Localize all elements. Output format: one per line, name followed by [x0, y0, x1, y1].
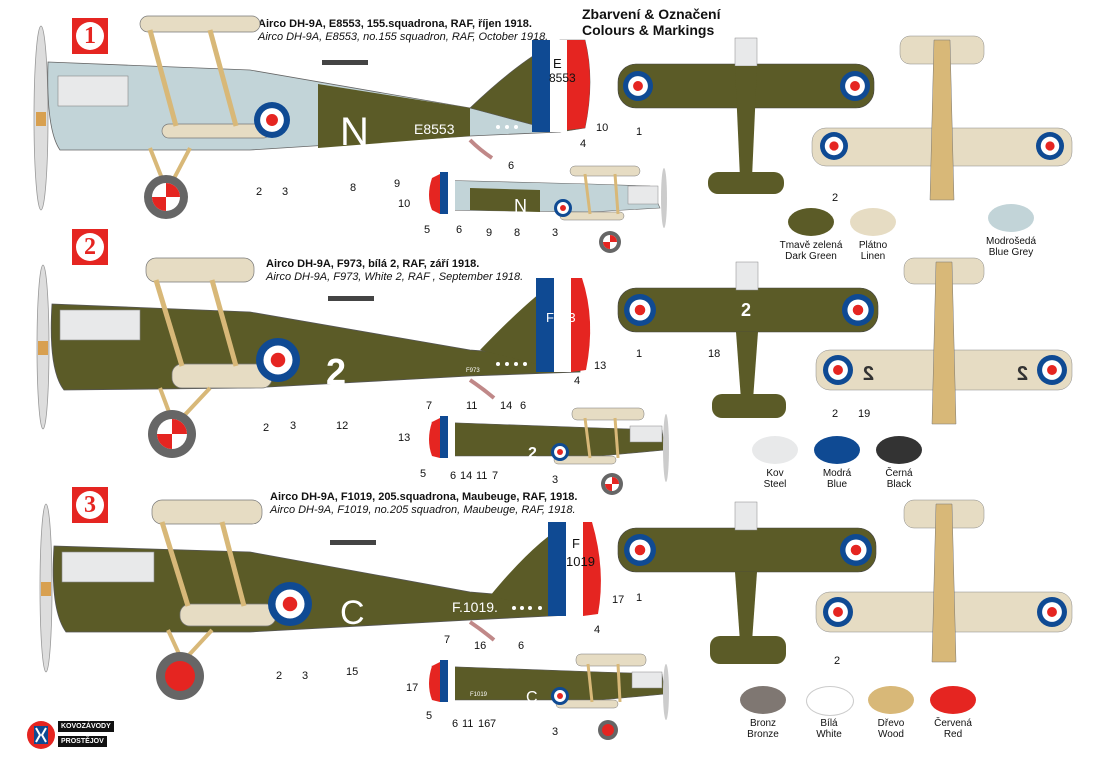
- scheme-2-small-view: 2: [428, 407, 669, 495]
- s2-under-code-right: 2: [1017, 363, 1028, 385]
- scheme-1-caption: Airco DH-9A, E8553, 155.squadrona, RAF, …: [258, 18, 549, 43]
- scheme-1-top-view: [617, 37, 875, 194]
- scheme-3-small-view: C F1019: [428, 653, 669, 740]
- scheme-badge-1: 1: [72, 18, 108, 54]
- scheme-badge-3: 3: [72, 487, 108, 523]
- scheme-3-bottom-view: [815, 499, 1073, 663]
- kp-emblem-icon: [27, 721, 55, 749]
- scheme-2-top-view: 2: [617, 261, 879, 418]
- s2-small-letter: 2: [528, 445, 537, 462]
- s1-fuselage-letter: N: [340, 110, 369, 154]
- scheme-badge-2: 2: [72, 229, 108, 265]
- scheme-1-bottom-view: [811, 35, 1073, 201]
- s3-fuselage-serial: F.1019.: [452, 599, 498, 615]
- s1-small-letter: N: [514, 196, 527, 216]
- scheme-1-side-view: N E8553 E 8553: [33, 15, 591, 219]
- s3-fin-letter: F: [572, 536, 580, 551]
- scheme-3-side-view: C F.1019. F 1019: [39, 499, 601, 700]
- scheme-3-caption: Airco DH-9A, F1019, 205.squadrona, Maube…: [270, 491, 578, 516]
- s2-under-code-left: 2: [863, 363, 874, 385]
- s2-fin-serial: F973: [546, 310, 576, 325]
- s3-small-serial: F1019: [470, 692, 488, 698]
- page-title: Zbarvení & Označení Colours & Markings: [582, 6, 720, 38]
- s1-fin-letter: E: [553, 56, 562, 71]
- s1-fuselage-serial: E8553: [414, 121, 455, 137]
- title-en: Colours & Markings: [582, 22, 715, 38]
- s1-fin-serial: 8553: [549, 71, 576, 85]
- scheme-2-caption: Airco DH-9A, F973, bílá 2, RAF, září 191…: [266, 258, 524, 283]
- title-cz: Zbarvení & Označení: [582, 6, 721, 22]
- s2-fuselage-letter: 2: [326, 351, 346, 392]
- s3-small-letter: C: [526, 689, 538, 706]
- scheme-1-small-view: N: [428, 165, 667, 253]
- s3-fin-serial: 1019: [566, 554, 595, 569]
- s3-fuselage-letter: C: [340, 594, 365, 632]
- scheme-2-side-view: 2 F973 F973: [36, 257, 591, 458]
- s2-fuselage-serial: F973: [466, 368, 480, 374]
- scheme-2-bottom-view: 2 2: [815, 257, 1073, 425]
- s2-top-wing-code: 2: [741, 300, 751, 320]
- scheme-3-top-view: [617, 501, 877, 664]
